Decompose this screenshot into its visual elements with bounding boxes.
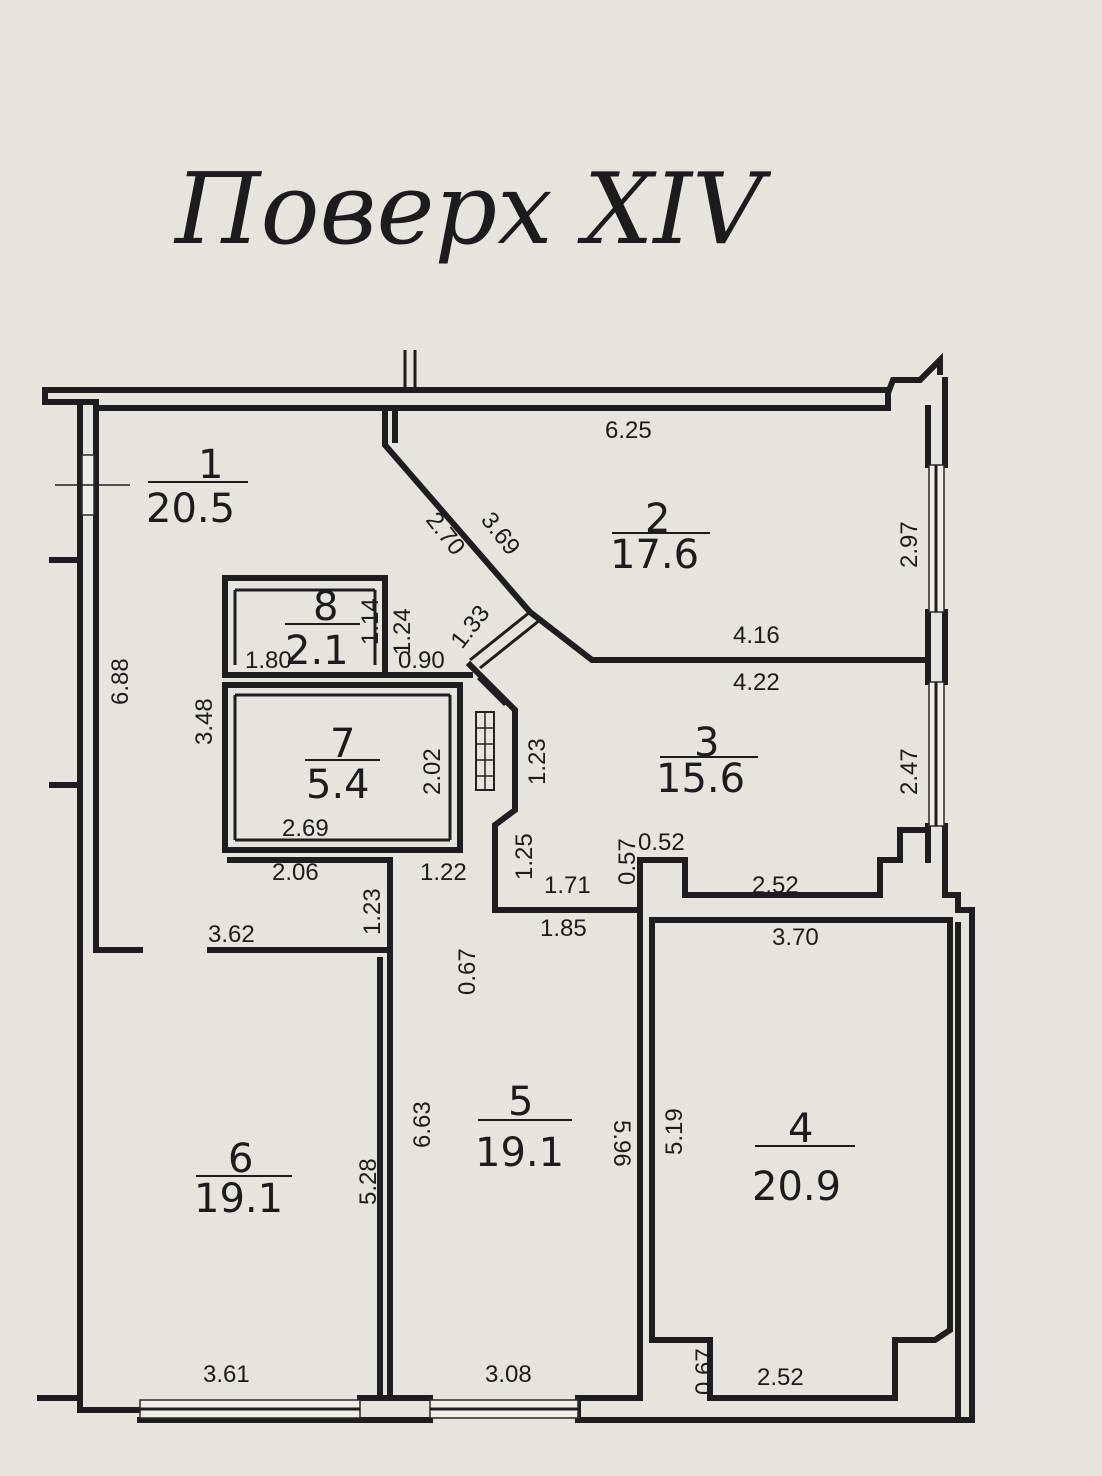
vent-grille — [475, 711, 495, 791]
dimension-label: 1.25 — [511, 833, 538, 880]
room-area: 2.1 — [285, 628, 349, 674]
dimension-label: 1.85 — [540, 915, 587, 942]
dimension-label: 0.67 — [454, 948, 481, 995]
room-number: 6 — [228, 1136, 253, 1182]
room-number: 5 — [508, 1079, 533, 1125]
room-area: 19.1 — [194, 1176, 283, 1222]
dimension-label: 4.22 — [733, 669, 780, 696]
dimension-label: 3.62 — [208, 921, 255, 948]
dimension-label: 6.25 — [605, 417, 652, 444]
room-area: 17.6 — [610, 532, 699, 578]
dimension-label: 2.52 — [752, 872, 799, 899]
dimension-label: 5.19 — [661, 1108, 688, 1155]
room-1-label: 1 20.5 — [146, 442, 248, 532]
room-4-label: 4 20.9 — [752, 1106, 855, 1210]
dimension-label: 1.23 — [524, 738, 551, 785]
dimension-label: 3.48 — [191, 698, 218, 745]
dimension-label: 2.70 — [420, 507, 470, 560]
dimension-label: 0.52 — [638, 829, 685, 856]
dimension-label: 1.71 — [544, 872, 591, 899]
room-number: 4 — [788, 1106, 813, 1152]
dimension-label: 1.22 — [420, 859, 467, 886]
dimension-label: 1.24 — [389, 608, 416, 655]
dimension-label: 0.67 — [691, 1348, 718, 1395]
dimension-label: 2.69 — [282, 815, 329, 842]
dimension-label: 3.70 — [772, 924, 819, 951]
dimension-label: 2.52 — [757, 1364, 804, 1391]
room-area: 20.5 — [146, 486, 235, 532]
walls — [37, 350, 975, 1423]
dimension-label: 1.80 — [245, 647, 292, 674]
room-6-label: 6 19.1 — [194, 1136, 292, 1222]
dimension-label: 2.47 — [896, 748, 923, 795]
dimension-label: 1.23 — [359, 888, 386, 935]
dimension-label: 6.63 — [409, 1101, 436, 1148]
dimension-label: 3.61 — [203, 1361, 250, 1388]
dimension-label: 2.97 — [896, 521, 923, 568]
dimension-label: 2.02 — [419, 748, 446, 795]
room-number: 2 — [645, 496, 670, 542]
room-3-label: 3 15.6 — [656, 720, 758, 802]
dimensions: 6.25 2.97 2.70 3.69 1.33 1.24 0.90 1.14 … — [107, 417, 923, 1395]
room-7-label: 7 5.4 — [305, 721, 380, 808]
dimension-label: 5.96 — [608, 1120, 635, 1167]
room-number: 8 — [313, 584, 338, 630]
dimension-label: 1.14 — [357, 598, 384, 645]
room-area: 20.9 — [752, 1164, 841, 1210]
dimension-label: 6.88 — [107, 658, 134, 705]
dimension-label: 2.06 — [272, 859, 319, 886]
room-area: 5.4 — [306, 762, 370, 808]
dimension-label: 5.28 — [355, 1158, 382, 1205]
room-2-label: 2 17.6 — [610, 496, 710, 578]
room-8-label: 8 2.1 — [285, 584, 360, 674]
room-area: 19.1 — [475, 1130, 564, 1176]
room-number: 1 — [198, 442, 223, 488]
room-5-label: 5 19.1 — [475, 1079, 572, 1176]
room-area: 15.6 — [656, 756, 745, 802]
floor-title: Поверх XIV — [173, 153, 772, 267]
dimension-label: 0.57 — [614, 838, 641, 885]
room-number: 3 — [694, 720, 719, 766]
dimension-label: 0.90 — [398, 647, 445, 674]
dimension-label: 4.16 — [733, 622, 780, 649]
dimension-label: 3.08 — [485, 1361, 532, 1388]
windows — [81, 454, 945, 1419]
dimension-label: 3.69 — [475, 507, 525, 560]
